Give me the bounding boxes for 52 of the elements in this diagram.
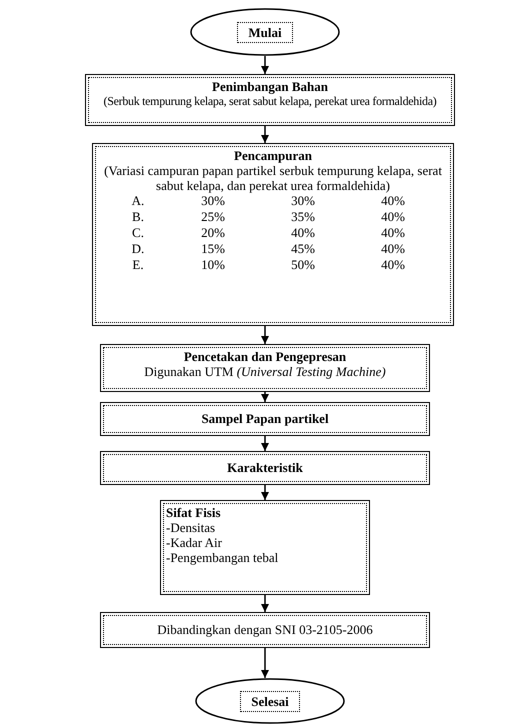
table-cell-text: E. [131, 257, 145, 273]
terminal-ellipse [190, 8, 340, 56]
table-cell-text: 35% [290, 209, 316, 225]
step-description: (Serbuk tempurung kelapa, serat sabut kelapa, perekat urea formaldehida) [102, 94, 438, 109]
table-cell-text: 45% [290, 241, 316, 257]
arrow [261, 485, 269, 500]
table-cell-text: 40% [380, 225, 406, 241]
table-cell-text: 40% [380, 241, 406, 257]
step-title: Selesai [251, 694, 289, 708]
arrow [261, 126, 269, 143]
step-title: Sampel Papan partikel [200, 410, 330, 428]
process-box [100, 344, 430, 392]
table-cell-text: 40% [380, 193, 406, 209]
table-cell-text: 30% [200, 193, 226, 209]
step-description: (Variasi campuran papan partikel serbuk tempurung kelapa, serat sabut kelapa, dan perekat urea formaldehida) [103, 163, 443, 193]
arrow [261, 392, 269, 402]
process-box [160, 500, 370, 595]
terminal-ellipse [195, 678, 345, 724]
table-cell-text: B. [131, 209, 145, 225]
process-box [100, 612, 430, 648]
step-description: -Densitas [166, 520, 216, 535]
arrow [261, 436, 269, 451]
step-title: Pencetakan dan Pengepresan [182, 349, 348, 364]
table-cell-text: 40% [380, 257, 406, 273]
table-cell-text: C. [131, 225, 145, 241]
table-cell-text: 25% [200, 209, 226, 225]
table-cell-text: D. [130, 241, 146, 257]
step-title: Karakteristik [226, 459, 304, 477]
arrow [261, 595, 269, 612]
arrow [261, 56, 269, 74]
table-cell-text: 20% [200, 225, 226, 241]
step-title: Dibandingkan dengan SNI 03-2105-2006 [156, 621, 374, 639]
arrow [261, 326, 269, 344]
step-description: -Kadar Air [166, 535, 223, 550]
table-cell-text: 40% [290, 225, 316, 241]
step-description: Digunakan UTM (Universal Testing Machine) [143, 364, 387, 379]
table-cell-text: 40% [380, 209, 406, 225]
table-cell-text: 50% [290, 257, 316, 273]
process-box [85, 74, 455, 126]
table-cell-text: A. [130, 193, 146, 209]
step-title: Penimbangan Bahan [211, 79, 329, 94]
step-title: Mulai [248, 24, 282, 40]
process-box [100, 402, 430, 436]
table-cell-text: 10% [200, 257, 226, 273]
step-description: -Pengembangan tebal [166, 550, 280, 565]
table-cell-text: 30% [290, 193, 316, 209]
step-title: Pencampuran [233, 148, 313, 163]
step-title: Sifat Fisis [166, 505, 222, 520]
arrow [261, 648, 269, 678]
process-box [92, 143, 454, 326]
table-cell-text: 15% [200, 241, 226, 257]
process-box [100, 451, 430, 485]
